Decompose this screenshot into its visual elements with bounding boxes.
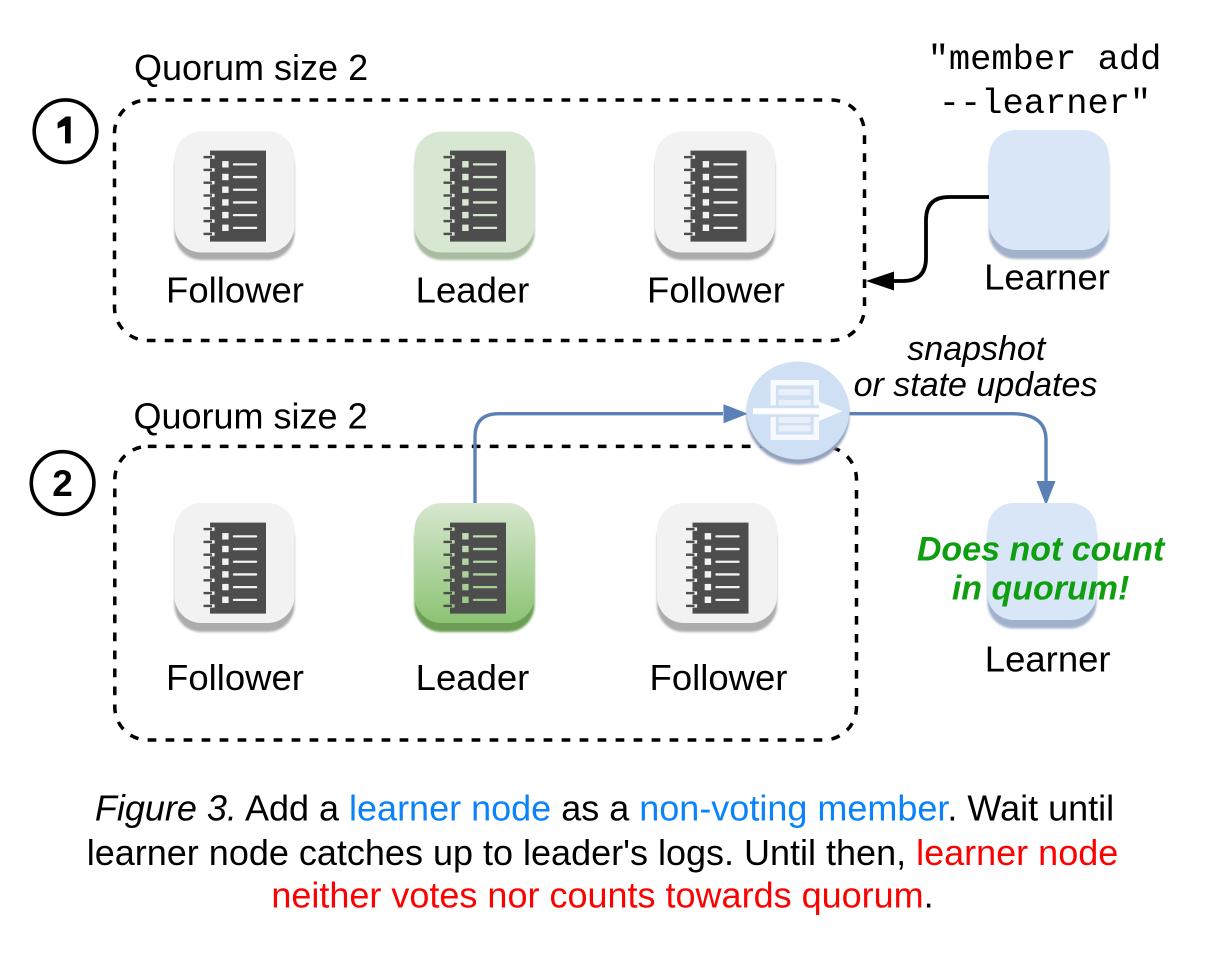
svg-text:Leader: Leader: [416, 657, 530, 698]
svg-text:Figure 3. Add a learner node a: Figure 3. Add a learner node as a non-vo…: [95, 787, 1114, 828]
svg-text:Learner: Learner: [985, 639, 1111, 680]
svg-text:2: 2: [52, 463, 73, 504]
svg-text:or state updates: or state updates: [854, 366, 1098, 404]
svg-text:Quorum size 2: Quorum size 2: [134, 396, 368, 437]
svg-text:--learner": --learner": [939, 84, 1151, 124]
svg-text:Does not count: Does not count: [917, 531, 1166, 569]
svg-text:in quorum!: in quorum!: [952, 570, 1130, 608]
svg-text:Follower: Follower: [650, 657, 788, 698]
svg-text:neither votes nor counts towar: neither votes nor counts towards quorum.: [271, 875, 933, 916]
svg-text:Leader: Leader: [416, 270, 530, 311]
svg-text:Learner: Learner: [984, 257, 1110, 298]
svg-text:Quorum size 2: Quorum size 2: [134, 47, 368, 88]
svg-text:Follower: Follower: [166, 657, 304, 698]
svg-text:"member add: "member add: [928, 40, 1162, 80]
svg-text:learner node catches up to lea: learner node catches up to leader's logs…: [87, 832, 1119, 873]
svg-text:Follower: Follower: [647, 270, 785, 311]
svg-text:Follower: Follower: [166, 270, 304, 311]
svg-text:snapshot: snapshot: [907, 330, 1047, 368]
